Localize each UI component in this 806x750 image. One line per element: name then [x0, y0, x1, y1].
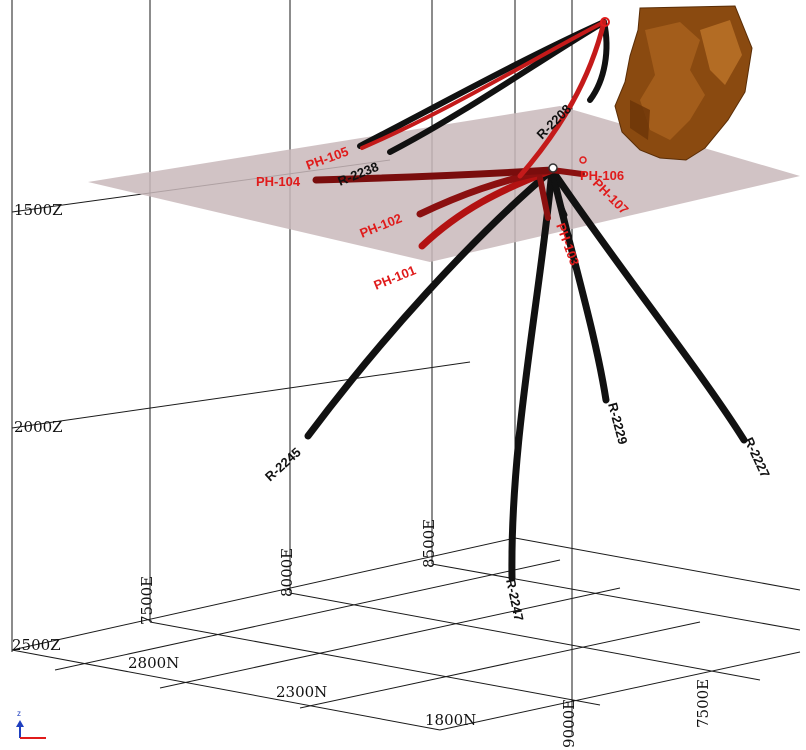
collar-ph106	[579, 156, 587, 164]
recent-drillholes	[312, 17, 610, 250]
hole-ph105	[360, 20, 606, 150]
hole-ph103	[537, 175, 551, 221]
hole-ph-steep	[517, 19, 607, 179]
easting-label-8000: 8000E	[278, 548, 296, 597]
triad-up-label: z	[17, 709, 21, 718]
hole-short	[549, 167, 568, 218]
easting-label-7500-right: 7500E	[694, 679, 712, 728]
easting-label-8500: 8500E	[420, 519, 438, 568]
base-grid	[11, 537, 801, 731]
northing-label-2300: 2300N	[276, 683, 327, 701]
collar-top	[600, 17, 610, 27]
hole-label-ph106: PH-106	[580, 168, 624, 183]
hole-label-r2227: R-2227	[741, 435, 773, 480]
hole-r2245	[304, 166, 556, 440]
hole-r2247	[508, 166, 556, 582]
hole-ph106	[549, 167, 585, 177]
orientation-triad: z	[16, 709, 46, 739]
vertical-grid	[11, 0, 573, 735]
ore-body	[614, 5, 753, 161]
hole-label-r2229: R-2229	[605, 401, 631, 446]
northing-label-2800: 2800N	[128, 654, 179, 672]
hole-label-ph104: PH-104	[256, 174, 301, 189]
northing-label-1800: 1800N	[425, 711, 476, 729]
hole-r2208	[587, 19, 610, 103]
easting-label-9000: 9000E	[560, 699, 578, 748]
hole-label-ph101: PH-101	[372, 262, 418, 292]
elevation-label-1500: 1500Z	[14, 201, 63, 219]
section-plane	[88, 106, 800, 262]
elevation-label-2000: 2000Z	[14, 418, 63, 436]
hole-label-r2245: R-2245	[262, 445, 304, 485]
easting-label-7500-left: 7500E	[138, 576, 156, 625]
hole-label-r2247: R-2247	[503, 578, 527, 623]
elevation-label-2500: 2500Z	[12, 636, 61, 654]
hole-label-ph103: PH-103	[553, 221, 582, 268]
collar-center	[548, 163, 558, 173]
hole-r2227	[548, 166, 748, 444]
